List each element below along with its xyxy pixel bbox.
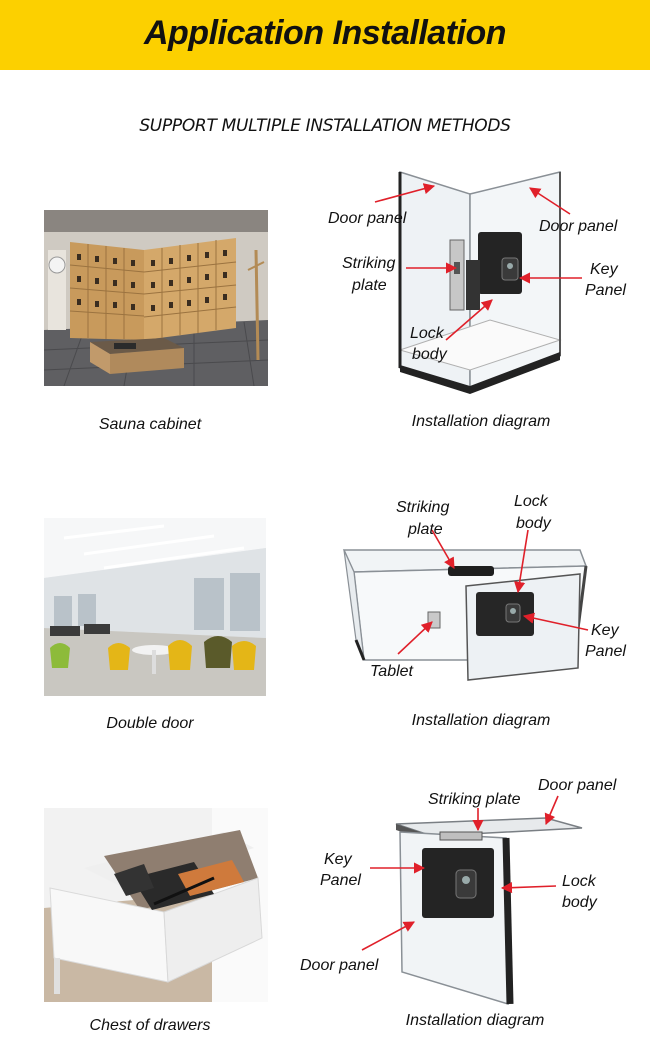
label-key-panel-line2: Panel <box>585 643 626 660</box>
installation-diagram-2: Striking plate Lock body Key Panel Table… <box>320 490 650 705</box>
label-key-panel-line2: Panel <box>585 282 626 299</box>
label-key-panel-line1: Key <box>591 622 620 639</box>
label-striking-plate-line2: plate <box>407 521 443 538</box>
label-key-panel-line1: Key <box>590 261 619 278</box>
section-subtitle: SUPPORT MULTIPLE INSTALLATION METHODS <box>139 116 511 136</box>
label-lock-body-line2: body <box>516 515 552 532</box>
label-door-panel-right: Door panel <box>539 218 618 235</box>
label-door-panel-bottom: Door panel <box>300 957 379 974</box>
label-tablet: Tablet <box>370 663 414 680</box>
installation-diagram-1-caption: Installation diagram <box>411 413 551 430</box>
installation-diagram-2-caption: Installation diagram <box>411 712 551 729</box>
label-door-panel-left: Door panel <box>328 210 407 227</box>
double-door-caption: Double door <box>106 715 194 732</box>
header-banner: Application Installation <box>0 0 650 70</box>
label-lock-body-line1: Lock <box>514 493 549 510</box>
installation-diagram-1: Door panel Door panel Striking plate Key… <box>320 160 650 400</box>
sauna-cabinet-caption: Sauna cabinet <box>98 416 202 433</box>
double-door-photo <box>44 518 266 696</box>
label-lock-body-line2: body <box>562 894 598 911</box>
label-lock-body-line1: Lock <box>562 873 597 890</box>
label-striking-plate-line1: Striking <box>342 255 395 272</box>
label-lock-body-line1: Lock <box>410 325 445 342</box>
chest-of-drawers-caption: Chest of drawers <box>89 1017 211 1034</box>
installation-diagram-3: Striking plate Door panel Key Panel Lock… <box>296 772 650 1008</box>
label-striking-plate-line2: plate <box>351 277 387 294</box>
label-striking-plate-line1: Striking <box>396 499 449 516</box>
label-lock-body-line2: body <box>412 346 448 363</box>
page-title: Application Installation <box>143 14 507 52</box>
installation-diagram-3-caption: Installation diagram <box>405 1012 545 1029</box>
label-door-panel-top: Door panel <box>538 777 617 794</box>
label-key-panel-line2: Panel <box>320 872 361 889</box>
chest-of-drawers-photo <box>44 808 268 1002</box>
label-striking-plate: Striking plate <box>428 791 521 808</box>
sauna-cabinet-photo <box>44 210 268 386</box>
label-key-panel-line1: Key <box>324 851 353 868</box>
